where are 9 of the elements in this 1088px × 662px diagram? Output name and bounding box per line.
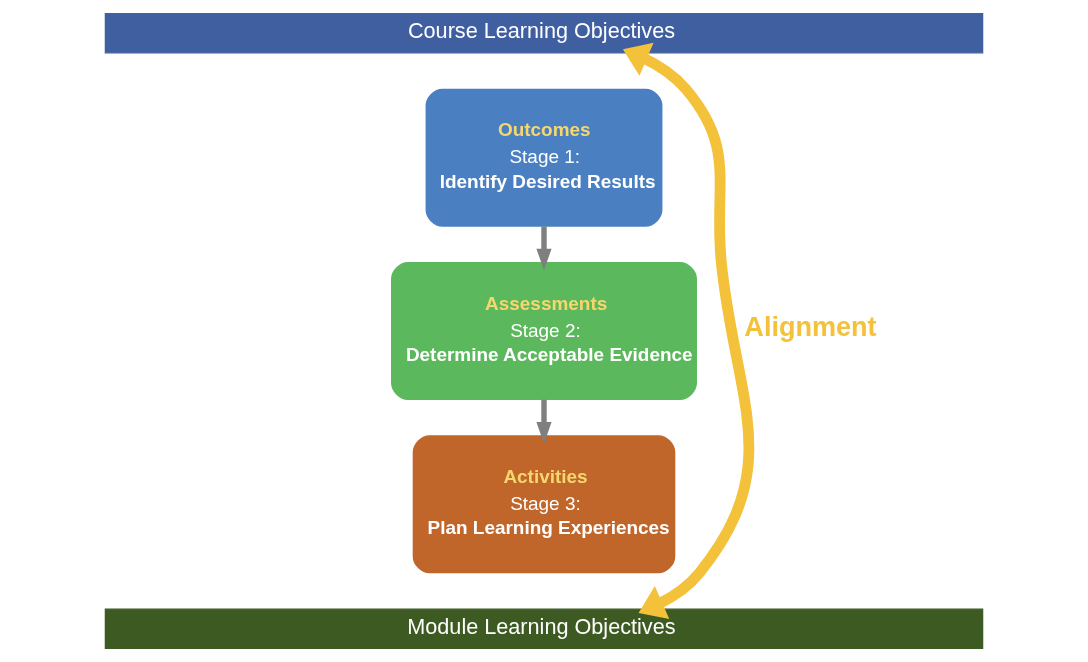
node-box: Assessments Stage 2: Determine Acceptable Evidence (391, 261, 697, 401)
node-box: Outcomes Stage 1: Identify Desired Results (425, 88, 663, 227)
node-box: Module Learning Objectives (104, 608, 984, 650)
node-box: Course Learning Objectives (104, 12, 984, 54)
arrow (536, 226, 552, 271)
arrow (536, 399, 552, 444)
edge-label: Alignment (744, 311, 877, 343)
arrow (622, 42, 755, 619)
node-box: Activities Stage 3: Plan Learning Experiences (412, 435, 676, 574)
